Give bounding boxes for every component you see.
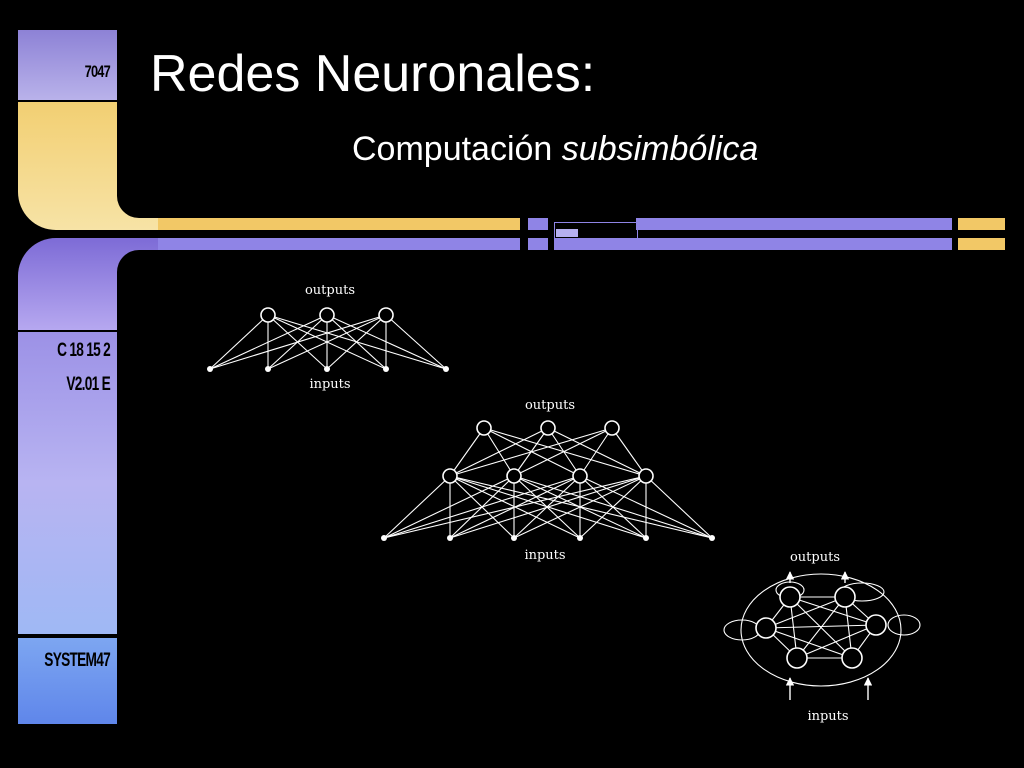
three-layer-network-diagram: outputs inputs [381, 398, 715, 563]
connection-line [449, 427, 485, 477]
diagram-2-outputs-label: outputs [525, 398, 575, 413]
lcars-bar-slot-indicator [556, 229, 578, 237]
lcars-bar-gold-3 [958, 238, 1005, 250]
lcars-top-code: 7047 [84, 62, 111, 81]
input-unit [443, 366, 449, 372]
connection-line [513, 427, 613, 477]
recurrent-unit [841, 647, 863, 669]
subtitle-italic: subsimbólica [561, 130, 759, 168]
output-unit [319, 307, 335, 323]
hidden-unit [506, 468, 522, 484]
input-unit [265, 366, 271, 372]
lcars-bar-violet-4 [636, 218, 952, 230]
connection-line [449, 427, 613, 477]
lcars-mid-block [18, 332, 117, 634]
connection-line [645, 475, 713, 539]
hidden-unit [638, 468, 654, 484]
lcars-bar-violet-3 [528, 238, 548, 250]
connection-line [383, 475, 451, 539]
connection-line [449, 475, 647, 539]
hidden-unit [572, 468, 588, 484]
lcars-bar-gold-1 [158, 218, 520, 230]
lcars-bar-violet-1 [158, 238, 520, 250]
connection-line [209, 314, 387, 370]
lcars-bottom-code: SYSTEM47 [44, 650, 111, 671]
connection-line [449, 427, 549, 477]
recurrent-connection [789, 596, 877, 626]
connection-line [209, 314, 269, 370]
recurrent-unit [865, 614, 887, 636]
lcars-bar-violet-5 [554, 238, 952, 250]
output-unit [476, 420, 492, 436]
recurrent-loop [740, 573, 902, 687]
lcars-lower-elbow-cutout [117, 250, 162, 340]
lcars-side-code-1: C 18 15 2 [57, 340, 111, 361]
output-unit [540, 420, 556, 436]
lcars-bar-violet-2 [528, 218, 548, 230]
recurrent-connection [765, 624, 877, 629]
connection-line [513, 475, 647, 539]
output-unit [378, 307, 394, 323]
output-unit [604, 420, 620, 436]
connection-line [611, 427, 647, 477]
recurrent-unit [755, 617, 777, 639]
lcars-bottom-block [18, 638, 117, 724]
subtitle-plain: Computación [352, 130, 553, 168]
recurrent-connection [789, 596, 853, 659]
connection-line [209, 314, 328, 370]
input-unit [207, 366, 213, 372]
lcars-side-code-2: V2.01 E [66, 374, 110, 395]
connection-line [547, 427, 647, 477]
diagram-3-inputs-label: inputs [807, 709, 848, 724]
connection-line [267, 314, 387, 370]
recurrent-unit [834, 586, 856, 608]
recurrent-unit [779, 586, 801, 608]
recurrent-network-diagram: outputs inputs [723, 550, 921, 724]
input-unit [381, 535, 387, 541]
lcars-upper-elbow-cutout [117, 102, 162, 218]
diagram-1-outputs-label: outputs [305, 283, 355, 298]
input-unit [511, 535, 517, 541]
self-loop [887, 614, 921, 636]
connection-line [383, 475, 515, 539]
connection-line [383, 475, 647, 539]
connection-line [383, 475, 581, 539]
input-unit [643, 535, 649, 541]
input-unit [577, 535, 583, 541]
page-title: Redes Neuronales: [150, 45, 596, 103]
connection-line [326, 314, 387, 370]
page-subtitle: Computación subsimbólica [352, 130, 758, 169]
input-unit [383, 366, 389, 372]
connection-line [483, 427, 647, 477]
input-unit [447, 535, 453, 541]
lcars-bar-gold-2 [958, 218, 1005, 230]
output-unit [260, 307, 276, 323]
diagram-1-inputs-label: inputs [309, 377, 350, 392]
recurrent-unit [786, 647, 808, 669]
connection-line [579, 475, 647, 539]
input-unit [709, 535, 715, 541]
recurrent-connection [796, 624, 877, 659]
connection-line [579, 427, 613, 477]
diagram-3-outputs-label: outputs [790, 550, 840, 565]
two-layer-network-diagram: outputs inputs [207, 283, 449, 392]
hidden-unit [442, 468, 458, 484]
connection-line [385, 314, 447, 370]
lcars-top-block [18, 30, 117, 100]
input-unit [324, 366, 330, 372]
diagram-2-inputs-label: inputs [524, 548, 565, 563]
